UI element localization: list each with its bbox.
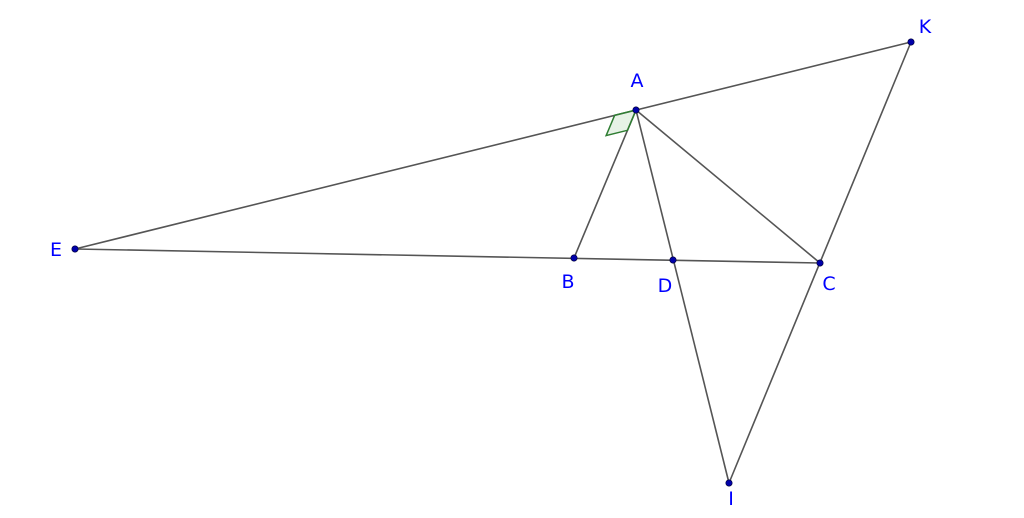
segment-ek [74, 41, 912, 250]
point-label-e: E [50, 239, 62, 261]
segment-ai [635, 109, 730, 484]
labels-layer: A B C D E I K [50, 16, 932, 510]
points-layer [71, 38, 915, 487]
segment-ab [573, 109, 637, 259]
point-k[interactable] [907, 38, 915, 46]
point-label-c: C [822, 273, 835, 295]
point-i[interactable] [725, 479, 733, 487]
point-label-i: I [728, 488, 734, 510]
point-e[interactable] [71, 245, 79, 253]
angle-markers-layer [604, 108, 638, 137]
point-label-a: A [631, 70, 644, 92]
point-a[interactable] [632, 106, 640, 114]
point-label-k: K [919, 16, 932, 38]
segment-ec [74, 248, 821, 264]
right-angle-marker-a [604, 108, 638, 137]
point-label-b: B [561, 271, 574, 293]
point-d[interactable] [669, 256, 677, 264]
point-b[interactable] [570, 254, 578, 262]
segments-layer [74, 41, 912, 484]
point-c[interactable] [816, 259, 824, 267]
point-label-d: D [658, 275, 673, 297]
segment-ac [635, 109, 821, 264]
